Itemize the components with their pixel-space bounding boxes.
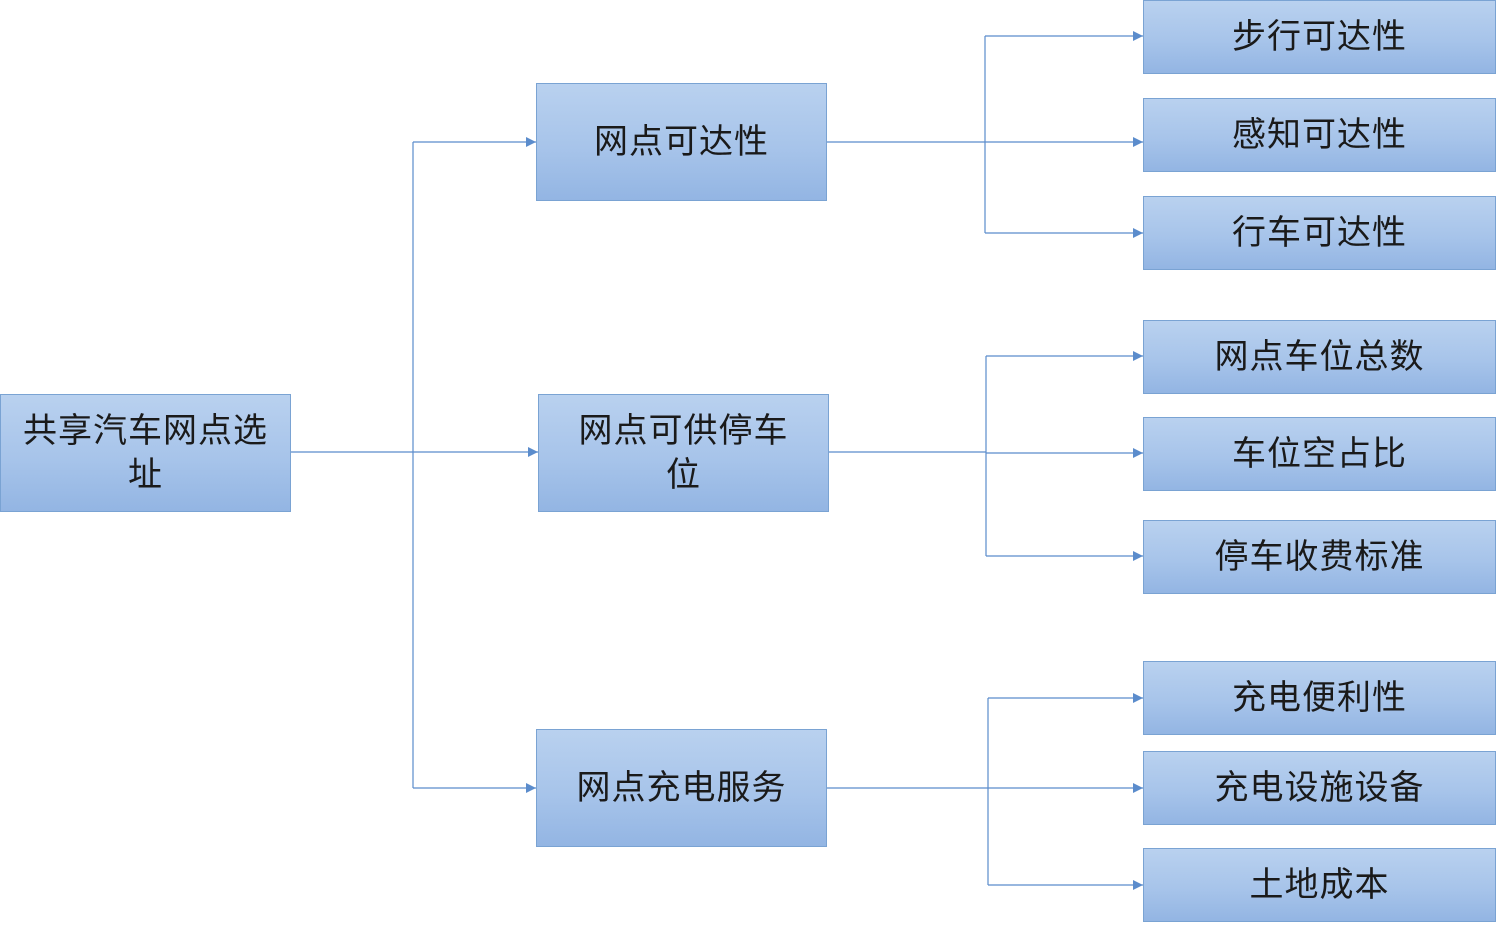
leaf-node-label: 感知可达性 [1232, 115, 1407, 155]
leaf-node-land-cost: 土地成本 [1143, 848, 1496, 922]
leaf-node-label: 停车收费标准 [1214, 537, 1425, 577]
branch-node-charging: 网点充电服务 [536, 729, 827, 847]
leaf-node-label: 土地成本 [1249, 865, 1390, 905]
leaf-node-label: 行车可达性 [1232, 213, 1407, 253]
leaf-node-label: 车位空占比 [1232, 434, 1407, 474]
root-node: 共享汽车网点选址 [0, 394, 291, 512]
branch-node-label: 网点可供停车位 [578, 411, 789, 495]
leaf-node-label: 充电便利性 [1232, 678, 1407, 718]
leaf-node-charging-convenience: 充电便利性 [1143, 661, 1496, 735]
leaf-node-charging-equipment: 充电设施设备 [1143, 751, 1496, 825]
leaf-node-label: 充电设施设备 [1214, 768, 1425, 808]
leaf-node-parking-fee: 停车收费标准 [1143, 520, 1496, 594]
branch-node-parking: 网点可供停车位 [538, 394, 829, 512]
leaf-node-vacancy-ratio: 车位空占比 [1143, 417, 1496, 491]
root-node-label: 共享汽车网点选址 [23, 411, 268, 495]
leaf-node-label: 步行可达性 [1232, 17, 1407, 57]
leaf-node-label: 网点车位总数 [1214, 337, 1425, 377]
leaf-node-perceived-accessibility: 感知可达性 [1143, 98, 1496, 172]
branch-node-label: 网点充电服务 [576, 768, 787, 808]
branch-node-label: 网点可达性 [594, 122, 769, 162]
branch-node-accessibility: 网点可达性 [536, 83, 827, 201]
leaf-node-driving-accessibility: 行车可达性 [1143, 196, 1496, 270]
leaf-node-total-spaces: 网点车位总数 [1143, 320, 1496, 394]
leaf-node-walking-accessibility: 步行可达性 [1143, 0, 1496, 74]
